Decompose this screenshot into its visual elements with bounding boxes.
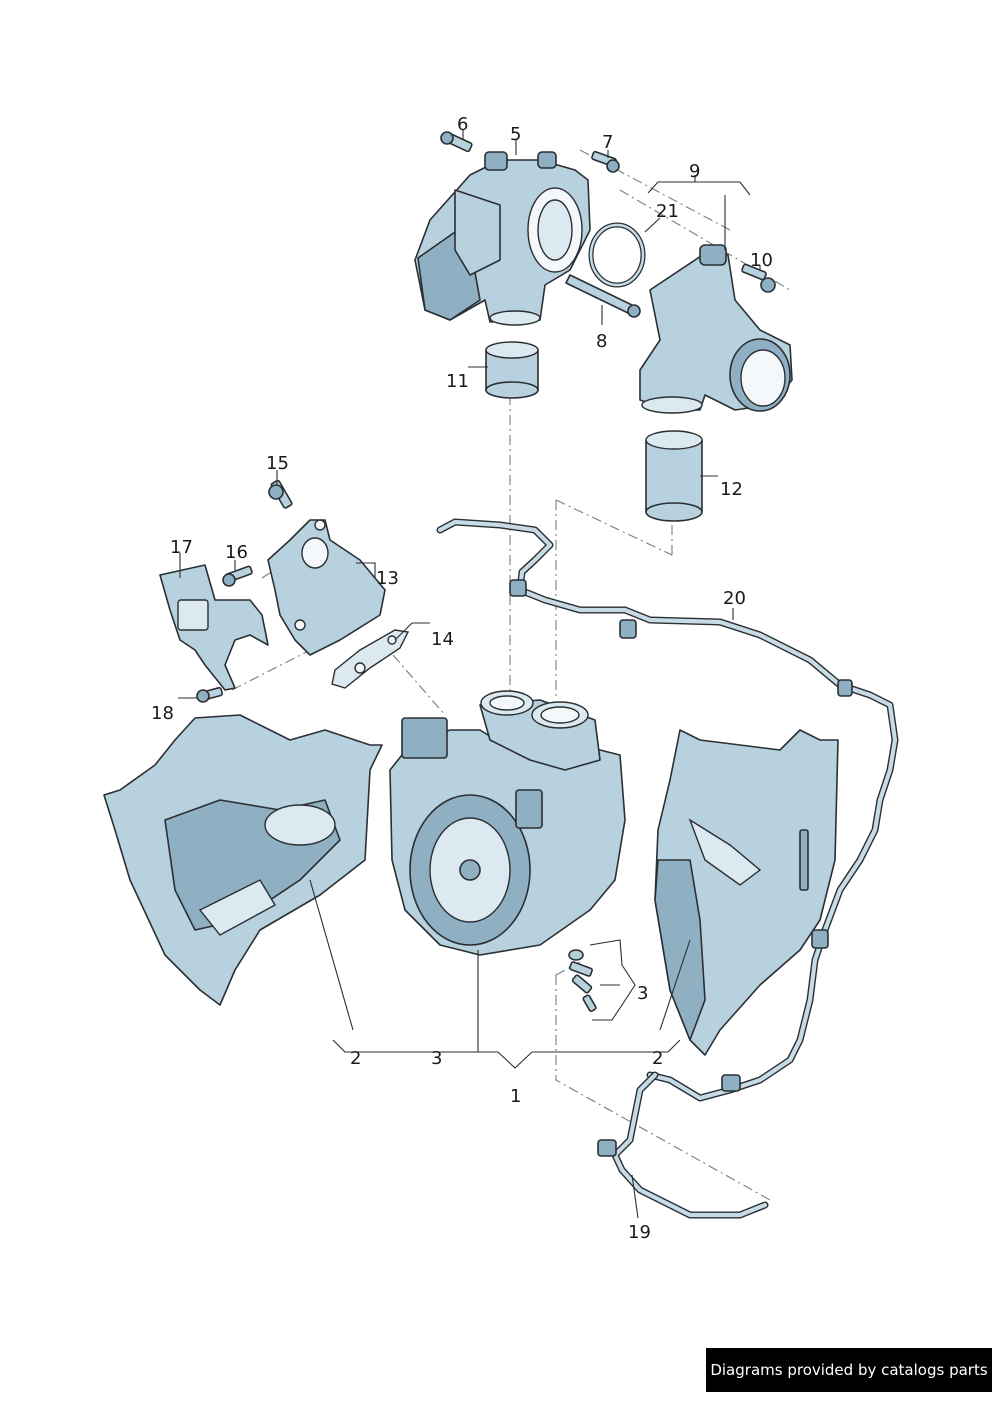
part-2-heat-shield-left (103, 714, 383, 1006)
callout-10: 10 (750, 250, 773, 271)
callout-20: 20 (723, 588, 746, 609)
part-2-heat-shield-right (654, 729, 839, 1056)
callout-3-center: 3 (431, 1048, 442, 1069)
callout-11: 11 (446, 371, 469, 392)
part-9-intake-elbow (639, 244, 793, 414)
callout-17: 17 (170, 537, 193, 558)
callout-19: 19 (628, 1222, 651, 1243)
credit-banner: Diagrams provided by catalogs parts (706, 1348, 992, 1392)
callout-21: 21 (656, 201, 679, 222)
callout-14: 14 (431, 629, 454, 650)
callout-7: 7 (602, 132, 613, 153)
part-14-gasket (331, 629, 410, 689)
part-20-pipe (436, 518, 899, 1102)
callout-5: 5 (510, 124, 521, 145)
part-10-screw (741, 263, 776, 293)
callout-2-right: 2 (652, 1048, 663, 1069)
part-13-outlet-flange (267, 519, 386, 656)
leader-lines (178, 130, 761, 1219)
part-8-long-bolt (565, 274, 641, 318)
part-7-screw (591, 150, 620, 173)
callout-3-right: 3 (637, 983, 648, 1004)
callout-labels: 6 5 7 9 21 10 8 11 12 15 17 16 13 20 14 … (151, 114, 773, 1243)
part-15-screw (268, 479, 293, 509)
callout-15: 15 (266, 453, 289, 474)
callout-6: 6 (457, 114, 468, 135)
callout-9: 9 (689, 161, 700, 182)
part-12-sleeve (645, 430, 703, 522)
callout-12: 12 (720, 479, 743, 500)
part-5-throttle-body (414, 151, 591, 326)
part-3-turbocharger (389, 690, 626, 956)
part-11-sleeve (485, 341, 539, 399)
part-6-screw (440, 131, 473, 153)
callout-8: 8 (596, 331, 607, 352)
part-18-screw (196, 686, 224, 703)
callout-13: 13 (376, 568, 399, 589)
callout-18: 18 (151, 703, 174, 724)
callout-2-left: 2 (350, 1048, 361, 1069)
part-16-screw (222, 565, 253, 587)
part-3-screw-group (568, 949, 597, 1012)
callout-16: 16 (225, 542, 248, 563)
part-19-pipe (597, 1071, 769, 1219)
part-17-bracket (159, 564, 269, 691)
callout-1: 1 (510, 1086, 521, 1107)
